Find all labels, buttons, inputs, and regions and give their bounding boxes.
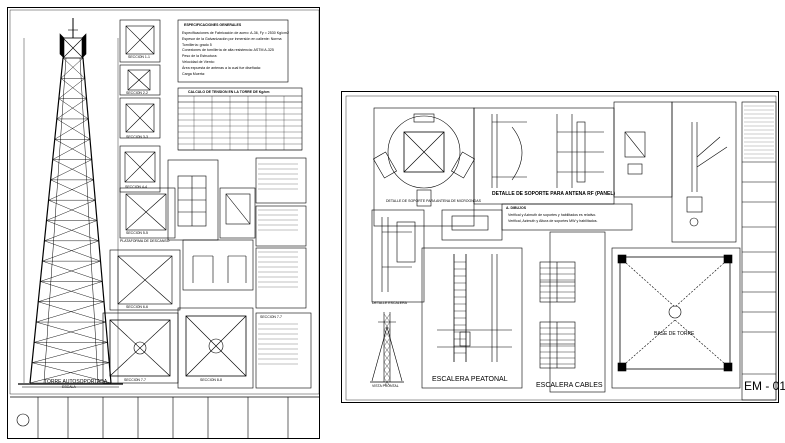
tower-brace [34,321,106,343]
tower-brace [54,118,89,140]
mast-brace [383,369,391,379]
tower-brace [46,220,99,242]
spec-line: Conexiones de tornillería de alta resist… [182,48,274,53]
section-label-1: SECCION 1-1 [128,55,150,59]
right-sheet-drawing [345,95,777,401]
mast-brace [383,313,391,323]
mast-brace [383,337,391,347]
detail-antenna-title: DETALLE DE SOPORTE PARA ANTENA DE MICROO… [386,199,481,203]
tower-brace [38,281,103,302]
tower-brace [52,139,91,160]
tower-brace [36,321,108,343]
section-label-7: SECCION 7-7 [124,378,146,382]
tower-brace [54,139,92,160]
notes-line-1: Verifical y Azimuth de soportes y habili… [508,213,597,217]
right-drawing-sheet: DETALLE DE SOPORTE PARA ANTENA DE MICROO… [341,91,785,403]
spec-line: Especificaciones de Fabricación de acero… [182,31,289,35]
tower-brace [50,159,92,181]
front-label: VISTA FRONTAL [372,384,399,388]
section-label-2: SECCION 2-2 [126,91,148,95]
tower-braces [29,57,112,384]
base-title: BASE DE TORRE [654,331,695,337]
left-sheet-drawing [9,9,320,438]
spec-line: Carga Muerta: [182,71,205,76]
tower-scale: ESCALA [62,385,76,389]
tower-brace [44,240,101,262]
tower-brace [42,260,103,282]
rf-panel-detail [473,107,615,205]
tower-brace [48,179,94,201]
mast-brace [383,353,391,363]
mast-brace [383,345,391,355]
tower-brace [44,220,98,242]
tower-brace [46,199,96,221]
tower-brace [32,362,112,384]
section-label-6: SECCION 6-6 [126,305,148,309]
tower-brace [60,57,84,79]
tower-brace [32,342,108,363]
tower-brace [40,260,101,282]
plant-label: PLATAFORMA DE DESCANSO [120,239,170,243]
mast-brace [383,377,391,387]
tower-brace [62,57,85,79]
tower-brace [34,342,110,363]
legend-title: SECCION 7-7 [260,315,282,319]
table-title: CALCULO DE TENSION EN LA TORRE DE Kg/cm [188,90,270,94]
spec-line: Espesor de la Galvanización por inmersió… [182,36,282,41]
tower-brace [38,301,106,323]
side-label: DETALLE ESCALERA [372,301,407,305]
spec-line: Velocidad de Viento: [182,60,215,64]
specs-title: ESPECIFICACIONES GENERALES [184,23,242,27]
ladder-title: ESCALERA PEATONAL [432,376,508,383]
notes-title: A. DIBUJOS [506,206,527,210]
sheet-number: EM - 01 [744,379,785,393]
tower-title: TORRE AUTOSOPORTADA [44,379,108,385]
mast-brace [383,329,391,339]
mast-brace [383,361,391,371]
tower-elevation [29,18,112,384]
cables-title: ESCALERA CABLES [536,382,603,389]
spec-line: Tornillería: grado 5 [182,42,212,47]
tower-brace [48,199,98,221]
tower-brace [29,362,110,384]
microwave-support-detail [373,107,475,227]
tower-brace [40,281,105,302]
section-label-5: SECCION 5-5 [126,231,148,235]
tower-brace [36,301,105,323]
spec-line: Peso de la Estructura: [182,54,218,59]
tower-brace [50,179,96,201]
tower-brace [42,240,99,262]
section-label-4: SECCION 4-4 [125,185,147,189]
tower-brace [56,98,87,120]
tower-brace [52,159,94,181]
section-label-8: SECCION 8-8 [200,378,222,382]
tower-brace [58,78,85,99]
tower-brace [60,78,87,99]
spec-line: Área expuesta de antenas a la cual fue d… [182,65,261,70]
notes-line-2: Verifical, Azimuth y Altura de soportes … [508,219,598,223]
mast-brace [383,321,391,331]
detail-rf-title: DETALLE DE SOPORTE PARA ANTENA RF (PANEL… [492,191,616,197]
left-drawing-sheet: TORRE AUTOSOPORTADA ESCALA SECCION 1-1 S… [7,7,320,439]
tower-brace [56,118,91,140]
tower-brace [58,98,89,120]
section-label-3: SECCION 3-3 [126,135,148,139]
